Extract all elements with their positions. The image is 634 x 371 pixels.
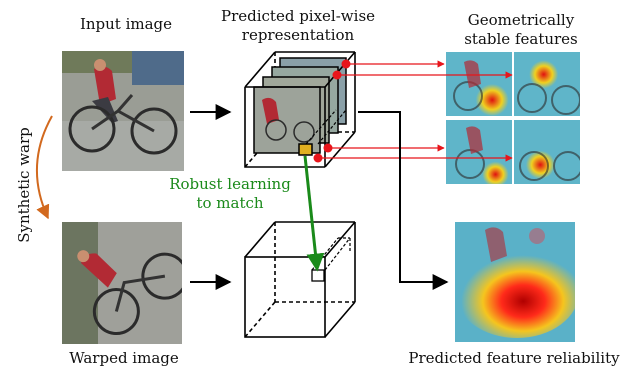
predicted-label-line1: Predicted pixel-wise [220,7,376,25]
feature-slices [253,57,347,154]
query-pixel [298,143,313,156]
feature-map-4 [514,120,580,184]
geometric-label-line2: stable features [464,30,578,48]
matched-pixel [311,269,325,282]
robust-learning-label-line2: to match [196,194,264,212]
input-image [62,51,184,171]
input-image-label: Input image [79,15,173,33]
feature-map-1 [446,52,512,116]
feature-map-3 [446,120,512,184]
predicted-label-line2: representation [241,26,355,44]
warped-image-label: Warped image [69,349,179,367]
synthetic-warp-arrow [35,115,53,220]
reliability-map [455,222,575,342]
correspondence-arrows [313,59,513,163]
pixel-column [305,109,347,145]
robust-match-arrow [303,155,325,272]
representation-to-reliability-arrow [358,111,449,290]
geometric-label-line1: Geometrically [467,11,575,29]
robust-learning-label-line1: Robust learning [169,175,291,193]
warped-image [62,222,182,344]
warped-representation-cube [244,221,356,338]
feature-map-2 [514,52,580,116]
reliability-label: Predicted feature reliability [408,349,620,367]
